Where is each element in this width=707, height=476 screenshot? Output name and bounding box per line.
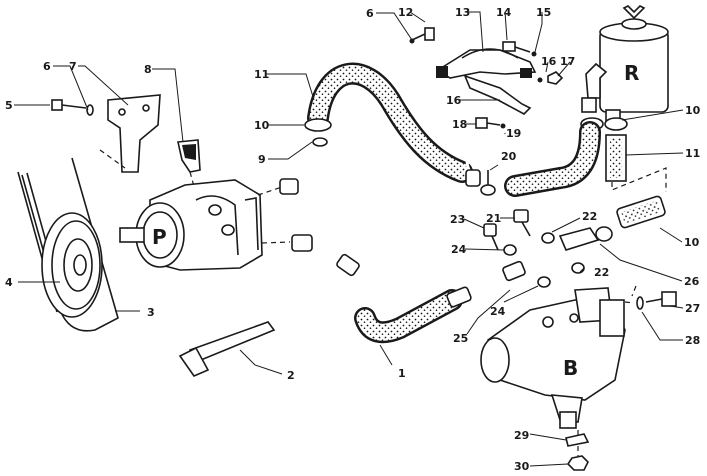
- callout-10-right: 10: [685, 104, 701, 117]
- callout-14: 14: [496, 6, 512, 19]
- callout-17: 17: [560, 55, 575, 68]
- callout-27: 27: [685, 302, 700, 315]
- callout-3: 3: [147, 306, 155, 319]
- return-pipe-19: [465, 133, 506, 187]
- callout-12: 12: [398, 6, 413, 19]
- callout-6-left: 6: [43, 60, 51, 73]
- leader-lines: [14, 11, 684, 467]
- banjo-bolt-23: [483, 223, 499, 251]
- bolt-5: [51, 99, 94, 116]
- callout-7: 7: [69, 60, 77, 73]
- nut-17: [537, 71, 564, 85]
- callout-2: 2: [287, 369, 295, 382]
- callout-23: 23: [450, 213, 465, 226]
- callout-20: 20: [501, 150, 517, 163]
- reservoir-mounting-strap: [436, 48, 537, 115]
- callout-21: 21: [486, 212, 501, 225]
- hose-clip-10-left: [304, 118, 332, 132]
- callout-5: 5: [5, 99, 13, 112]
- steering-box: [480, 287, 626, 429]
- callout-numbers: 1 2 3 4 5 6 7 8 9 10 11 6 12 13 14 15 16…: [5, 6, 701, 473]
- bolt-12: [409, 27, 435, 44]
- hose-clamp-bracket: [177, 139, 201, 173]
- callout-11-left: 11: [254, 68, 269, 81]
- callout-15: 15: [536, 6, 551, 19]
- callout-22-top: 22: [582, 210, 597, 223]
- banjo-bolt-21: [513, 209, 531, 237]
- callout-22-lower: 22: [594, 266, 609, 279]
- reservoir-label: R: [624, 61, 639, 85]
- reservoir-supply-hose: [605, 134, 627, 182]
- nut-30: [566, 455, 589, 471]
- callout-13: 13: [455, 6, 470, 19]
- pulley: [41, 212, 103, 318]
- washer-22-a: [541, 232, 555, 244]
- return-hose-upper: [307, 62, 473, 183]
- short-hose-10: [616, 195, 666, 229]
- pressure-line: [291, 234, 526, 344]
- hose-clip-10-right-b: [604, 117, 628, 131]
- mounting-bracket: [107, 94, 161, 173]
- banjo-fitting-20: [480, 170, 496, 196]
- callout-11-right: 11: [685, 147, 700, 160]
- lock-washer-29: [565, 433, 590, 447]
- washer-22-b: [571, 262, 585, 274]
- callout-28: 28: [685, 334, 700, 347]
- adjustment-tool: [178, 321, 276, 377]
- washer-28: [636, 296, 644, 310]
- callout-6-top: 6: [366, 7, 374, 20]
- callout-24-left: 24: [451, 243, 467, 256]
- callout-1: 1: [398, 367, 406, 380]
- callout-8: 8: [144, 63, 152, 76]
- reservoir-return-hose: [504, 121, 601, 197]
- bolt-27: [645, 291, 677, 307]
- callout-25: 25: [453, 332, 468, 345]
- power-steering-pump: [119, 179, 263, 271]
- bolt-18: [475, 117, 506, 129]
- callout-26: 26: [684, 275, 700, 288]
- callout-16-upper: 16: [541, 55, 557, 68]
- callout-19: 19: [506, 127, 521, 140]
- callout-30: 30: [514, 460, 530, 473]
- washer-24-a: [503, 244, 517, 256]
- callout-18: 18: [452, 118, 467, 131]
- steering-box-label: B: [563, 356, 578, 380]
- callout-4: 4: [5, 276, 13, 289]
- callout-9: 9: [258, 153, 266, 166]
- callout-10-lower-right: 10: [684, 236, 700, 249]
- callout-29: 29: [514, 429, 529, 442]
- callout-24-lower: 24: [490, 305, 506, 318]
- fluid-reservoir: [581, 5, 669, 123]
- callout-16-lower: 16: [446, 94, 462, 107]
- callout-10-left: 10: [254, 119, 270, 132]
- washer-24-b: [537, 276, 551, 288]
- pump-label: P: [152, 225, 167, 249]
- banjo-fitting-26: [558, 226, 613, 251]
- bolt-14: [502, 41, 537, 57]
- pipe-9: [279, 137, 328, 195]
